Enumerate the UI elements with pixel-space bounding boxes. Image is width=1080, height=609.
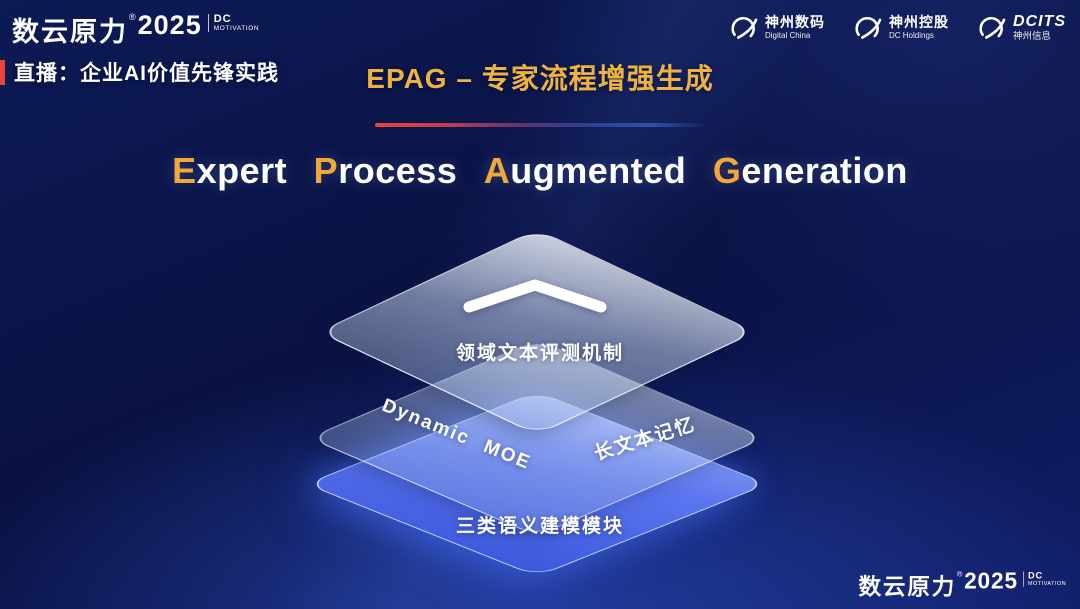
swoosh-icon — [979, 16, 1006, 39]
partner-logos: 神州数码 Digital China 神州控股 DC Holdings DCIT… — [729, 12, 1066, 43]
partner-name-en: Digital China — [765, 30, 811, 40]
brand-year: 2025 — [137, 10, 202, 40]
brand-logo-top: 数云原力 ® 2025 DC MOTIVATION — [12, 10, 259, 49]
bottom-layer-label: 三类语义建模模块 — [455, 516, 625, 537]
heading-word-initial: G — [712, 150, 742, 191]
slide-title: EPAG – 专家流程增强生成 — [366, 63, 714, 94]
live-banner: 直播：企业AI价值先锋实践 — [0, 57, 279, 87]
partner-logo-dc-holdings: 神州控股 DC Holdings — [853, 13, 949, 42]
heading-word-initial: E — [172, 150, 197, 191]
brand-sub-line1: DC — [213, 13, 232, 25]
swoosh-icon — [855, 16, 882, 39]
brand-registered-mark: ® — [129, 12, 136, 22]
heading-word: Process — [314, 150, 458, 191]
partner-name-en: 神州信息 — [1013, 31, 1052, 43]
heading-word-rest: ugmented — [510, 150, 687, 191]
brand-logo-bottom: 数云原力 ® 2025 DC MOTIVATION — [858, 568, 1066, 601]
partner-text: DCITS 神州信息 — [1013, 12, 1066, 43]
partner-logo-dcits: DCITS 神州信息 — [977, 12, 1066, 43]
brand-sub-line2: MOTIVATION — [1027, 580, 1066, 587]
heading-word-rest: rocess — [338, 150, 458, 191]
heading-word-initial: A — [483, 150, 511, 191]
brand-sub-line2: MOTIVATION — [213, 24, 260, 32]
brand-subtext: DC MOTIVATION — [207, 13, 260, 33]
top-layer-label: 领域文本评测机制 — [455, 343, 625, 364]
brand-name: 数云原力 — [858, 574, 956, 600]
partner-text: 神州控股 DC Holdings — [889, 14, 949, 40]
main-heading: Expert Process Augmented Generation — [0, 150, 1080, 192]
partner-logo-digital-china: 神州数码 Digital China — [729, 13, 825, 42]
heading-word-rest: eneration — [741, 150, 908, 191]
brand-sub-line1: DC — [1027, 570, 1043, 581]
gradient-divider — [375, 123, 705, 127]
red-accent-bar — [0, 59, 5, 85]
partner-name-en: DC Holdings — [889, 30, 934, 40]
chevron-up-icon — [463, 279, 607, 313]
partner-text: 神州数码 Digital China — [765, 14, 825, 40]
swoosh-icon — [731, 16, 758, 39]
brand-year: 2025 — [963, 568, 1018, 594]
heading-word: Generation — [713, 150, 908, 191]
brand-subtext: DC MOTIVATION — [1022, 570, 1066, 588]
heading-word-initial: P — [313, 150, 339, 191]
live-banner-label: 直播：企业AI价值先锋实践 — [14, 62, 279, 85]
partner-name-cn: 神州数码 — [765, 14, 825, 31]
heading-word: Augmented — [484, 150, 687, 191]
heading-word-rest: xpert — [196, 150, 288, 191]
brand-registered-mark: ® — [956, 569, 963, 579]
partner-name-cn: DCITS — [1013, 13, 1066, 30]
partner-name-cn: 神州控股 — [889, 14, 949, 31]
heading-word: Expert — [172, 150, 287, 191]
brand-name: 数云原力 — [12, 17, 128, 47]
